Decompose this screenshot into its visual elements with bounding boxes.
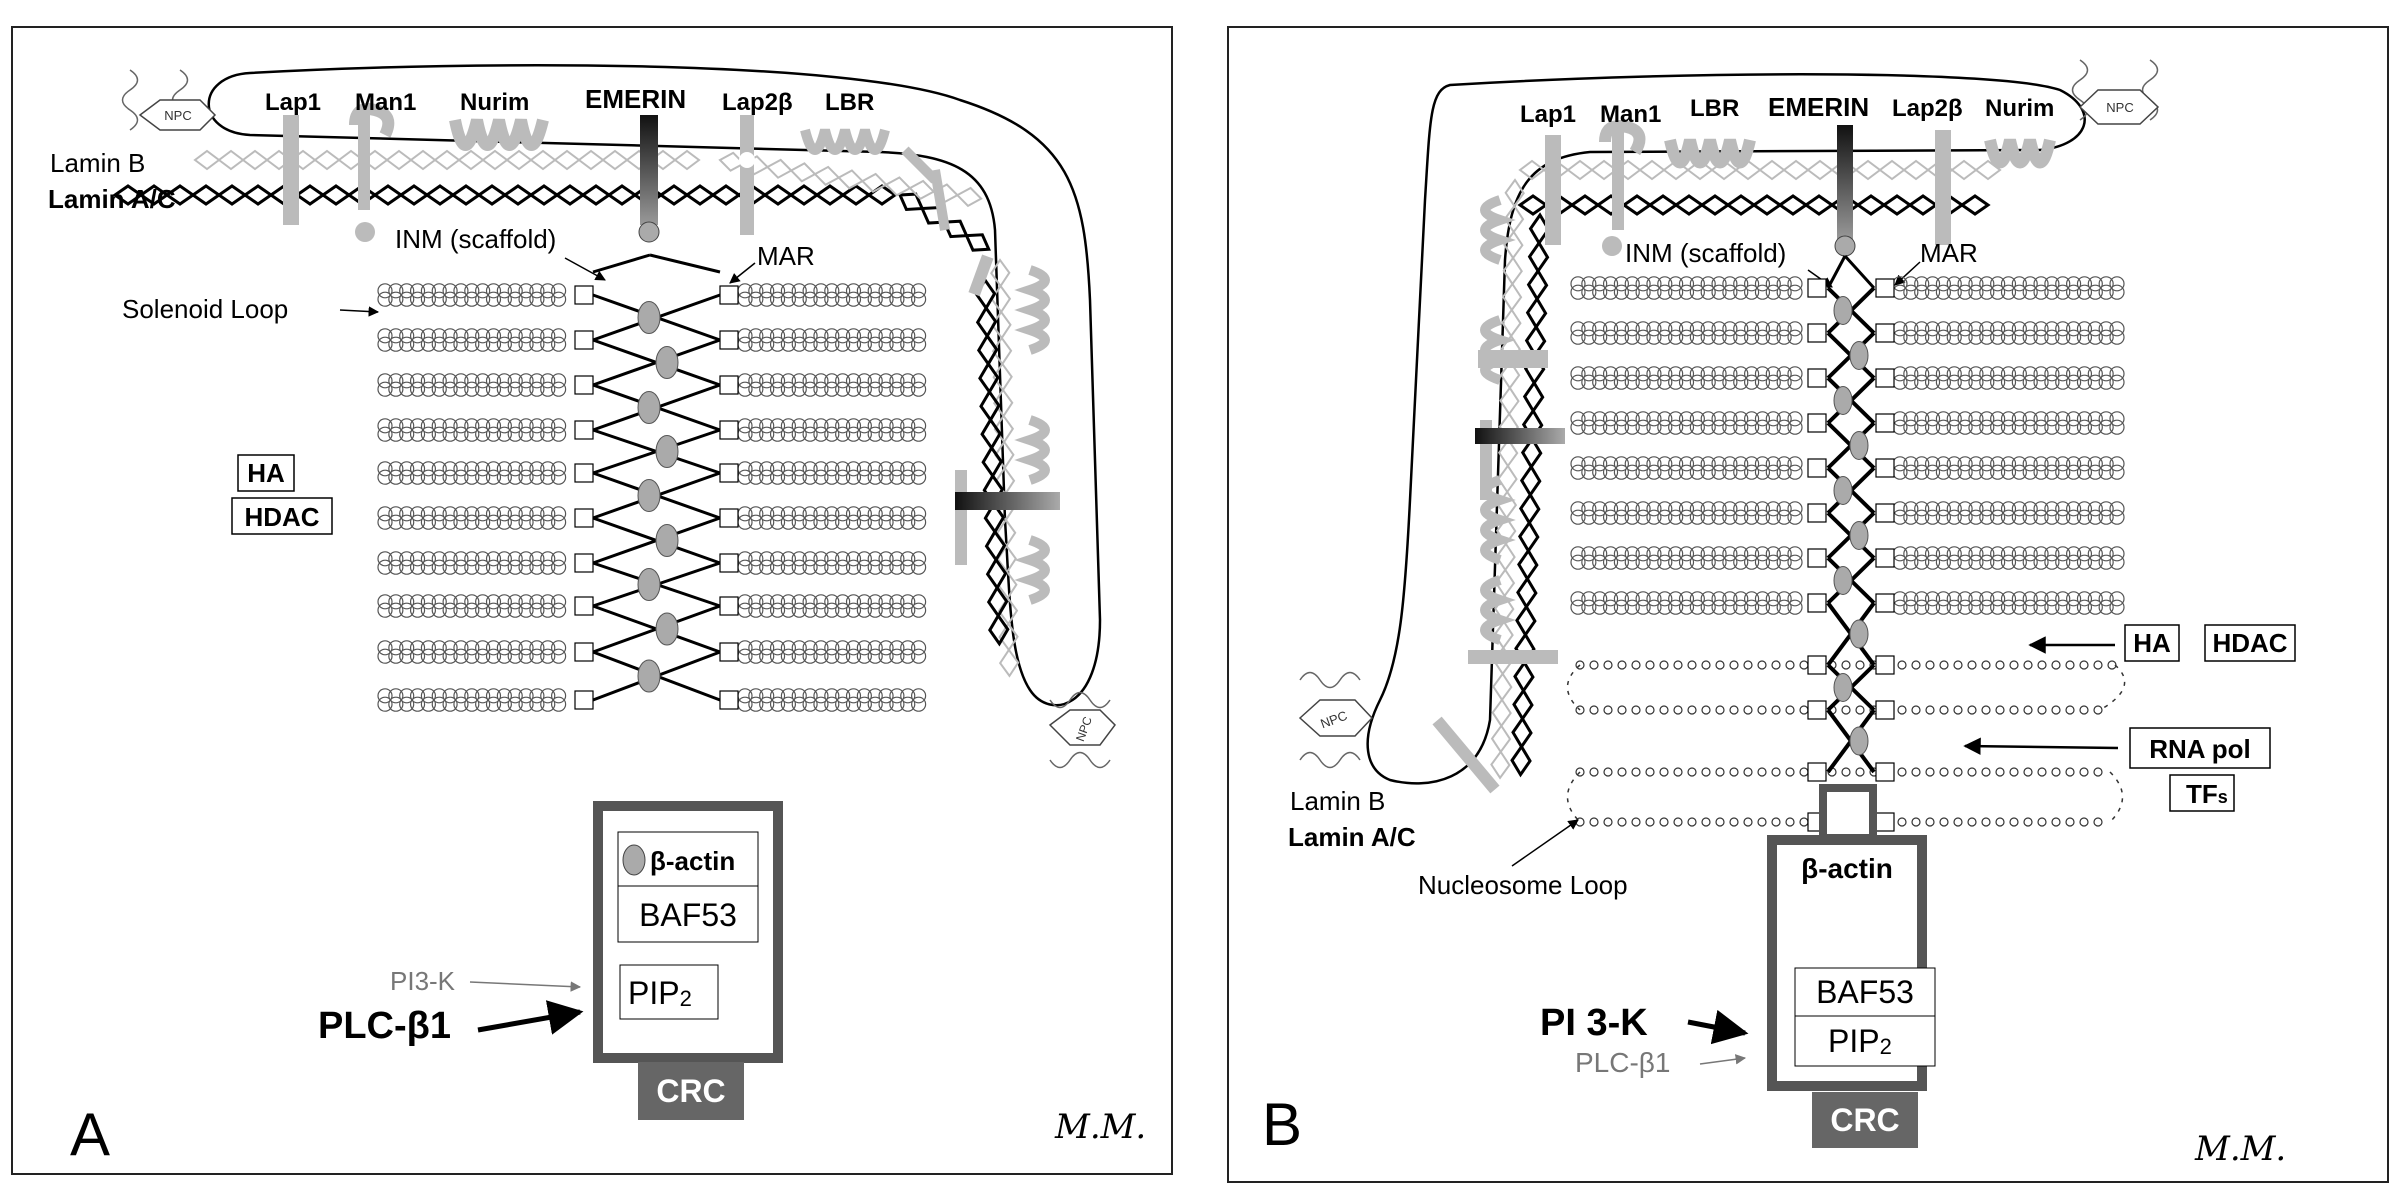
actin-blob-icon-a — [622, 844, 646, 876]
beta-actin-label-a: β-actin — [650, 846, 735, 876]
inm-proteins-a — [283, 103, 1060, 605]
inm-label-a: INM (scaffold) — [395, 224, 556, 254]
lamin-mesh-b — [1490, 159, 2002, 780]
pip2-sub-a: 2 — [680, 986, 692, 1011]
protein-labels-b: Lap1 Man1 LBR EMERIN Lap2β Nurim — [1520, 92, 2054, 128]
label-man1-b: Man1 — [1600, 101, 1661, 128]
label-lap1-b: Lap1 — [1520, 101, 1576, 128]
solenoid-label-a: Solenoid Loop — [122, 294, 288, 324]
baf53-label-b: BAF53 — [1816, 974, 1914, 1010]
plc-label-a: PLC-β1 — [318, 1005, 451, 1047]
hdac-label-a: HDAC — [244, 502, 319, 532]
npc-a2: NPC — [1048, 691, 1116, 769]
label-lbr-b: LBR — [1690, 95, 1739, 122]
mar-label-a: MAR — [757, 241, 815, 271]
signature-a: M.M. — [1054, 1107, 1146, 1147]
label-lap1-a: Lap1 — [265, 89, 321, 116]
baf53-label-a: BAF53 — [639, 897, 737, 933]
pip2-sub-b: 2 — [1880, 1034, 1892, 1059]
rna-pol-label-b: RNA pol — [2149, 734, 2251, 764]
ha-box-b: HA — [2124, 624, 2180, 662]
mar-label-b: MAR — [1920, 238, 1978, 268]
crc-label-b: CRC — [1830, 1102, 1899, 1138]
npc-a1: NPC — [121, 69, 217, 131]
label-emerin-b: EMERIN — [1768, 92, 1869, 122]
crc-label-a: CRC — [656, 1073, 725, 1109]
panel-a: NPC NPC — [11, 26, 1173, 1175]
panel-letter-b: B — [1262, 1091, 1302, 1158]
npc-b1: NPC — [2071, 59, 2160, 125]
svg-text:TFs: TFs — [2186, 779, 2228, 809]
ha-label-a: HA — [247, 458, 285, 488]
pi3k-label-b: PI 3-K — [1540, 1002, 1648, 1044]
ha-label-b: HA — [2133, 628, 2171, 658]
protein-labels-a: Lap1 Man1 Nurim EMERIN Lap2β LBR — [265, 84, 874, 116]
label-lbr-a: LBR — [825, 89, 874, 116]
lamin-b-label-a: Lamin B — [50, 148, 145, 178]
lamin-b-label-b: Lamin B — [1290, 786, 1385, 816]
inm-proteins-b — [1432, 120, 2056, 794]
npc-label-b1: NPC — [2106, 100, 2133, 115]
crc-complex-a: β-actin BAF53 PIP2 CRC — [593, 801, 783, 1120]
beta-actin-label-b: β-actin — [1801, 853, 1893, 884]
npc-label-a1: NPC — [164, 108, 191, 123]
label-emerin-a: EMERIN — [585, 84, 686, 114]
panel-letter-a: A — [70, 1101, 110, 1168]
pi3k-label-a: PI3-K — [390, 966, 456, 996]
npc-b2: NPC — [1298, 671, 1374, 769]
chromatin-loops-a — [377, 253, 927, 712]
panel-b: NPC NPC — [1227, 26, 2389, 1183]
pip2-main-b: PIP — [1828, 1023, 1880, 1059]
rna-pol-box-b: RNA pol — [2129, 727, 2271, 769]
crc-complex-b: β-actin BAF53 PIP2 CRC — [1767, 784, 1936, 1148]
tfs-sub-b: s — [2218, 787, 2228, 807]
hdac-box-b: HDAC — [2204, 624, 2296, 662]
nucleosome-label-b: Nucleosome Loop — [1418, 870, 1628, 900]
label-lap2b-a: Lap2β — [722, 89, 793, 116]
svg-text:PIP2: PIP2 — [1828, 1023, 1892, 1059]
plc-label-b: PLC-β1 — [1575, 1047, 1670, 1078]
inm-label-b: INM (scaffold) — [1625, 238, 1786, 268]
signature-b: M.M. — [2194, 1129, 2286, 1169]
hdac-label-b: HDAC — [2212, 628, 2287, 658]
pip2-main-a: PIP — [628, 975, 680, 1011]
label-man1-a: Man1 — [355, 89, 416, 116]
nuclear-envelope-b — [1366, 73, 2086, 785]
label-nurim-b: Nurim — [1985, 95, 2054, 122]
tfs-box-b: TFs — [2169, 774, 2235, 812]
ha-box-a: HA — [237, 454, 295, 492]
label-nurim-a: Nurim — [460, 89, 529, 116]
label-lap2b-b: Lap2β — [1892, 95, 1963, 122]
hdac-box-a: HDAC — [231, 497, 333, 535]
svg-text:PIP2: PIP2 — [628, 975, 692, 1011]
lamin-ac-label-b: Lamin A/C — [1288, 822, 1416, 852]
lamin-ac-label-a: Lamin A/C — [48, 184, 176, 214]
tfs-main-b: TF — [2186, 779, 2218, 809]
